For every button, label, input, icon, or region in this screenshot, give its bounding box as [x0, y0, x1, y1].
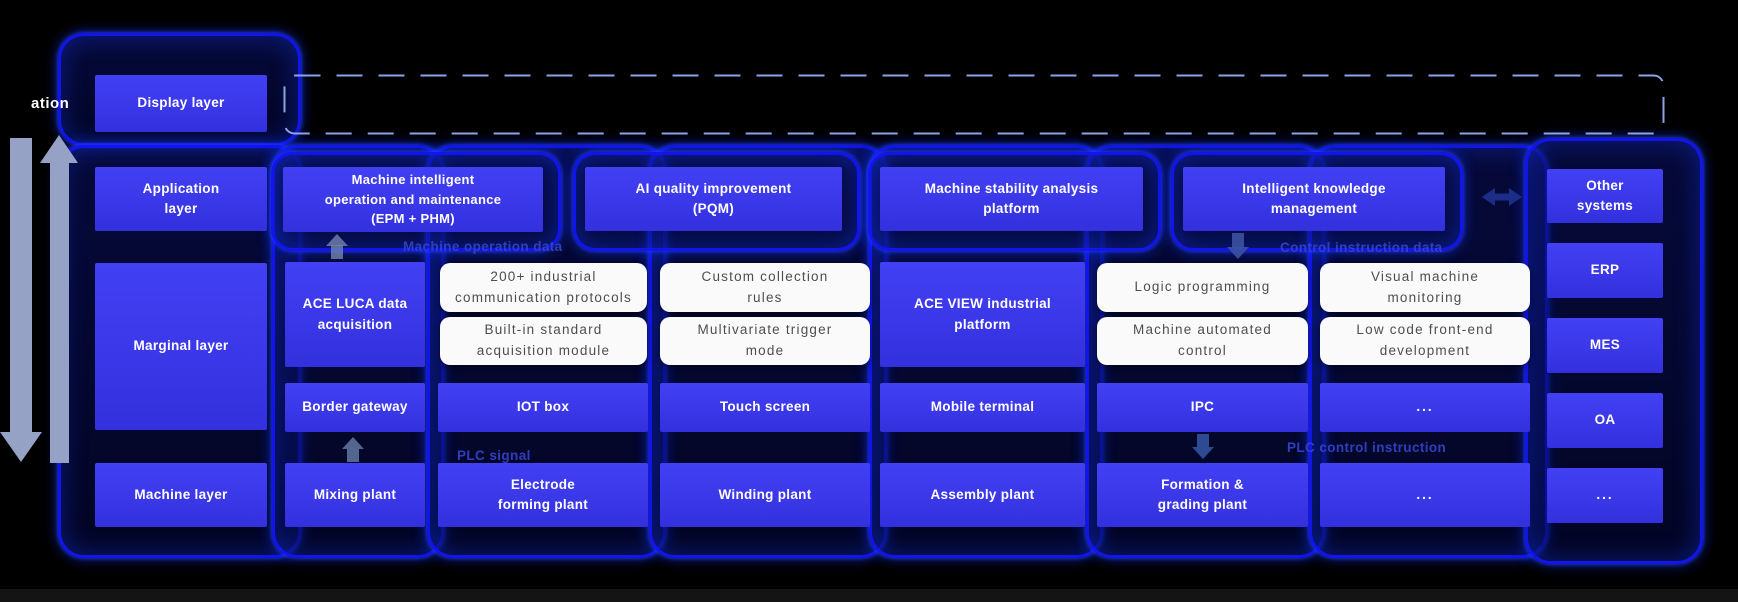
external-box-more: ... — [1547, 468, 1663, 523]
feature-box-multivariate: Multivariate trigger mode — [660, 317, 870, 365]
flow-label-control-instruction-data: Control instruction data — [1280, 240, 1443, 255]
feature-box-builtin-module: Built-in standard acquisition module — [440, 317, 647, 365]
machine-box-assembly: Assembly plant — [880, 463, 1085, 527]
machine-box-winding: Winding plant — [660, 463, 870, 527]
clipped-label-fragment: ation — [31, 95, 70, 112]
app-box-knowledge: Intelligent knowledge management — [1183, 167, 1445, 231]
data-flow-up-arrow-head — [40, 135, 78, 163]
device-box-iot-box: IOT box — [438, 383, 648, 432]
left-right-arrow-icon — [1482, 188, 1522, 206]
app-box-pqm: AI quality improvement (PQM) — [585, 167, 842, 231]
app-box-stability: Machine stability analysis platform — [880, 167, 1143, 231]
feature-box-logic-programming: Logic programming — [1097, 263, 1308, 312]
external-box-erp: ERP — [1547, 243, 1663, 298]
flow-label-plc-control-instruction: PLC control instruction — [1287, 440, 1447, 455]
external-box-other-systems: Other systems — [1547, 169, 1663, 223]
external-box-mes: MES — [1547, 318, 1663, 373]
flow-label-machine-operation-data: Machine operation data — [403, 239, 563, 254]
up-arrow-icon — [342, 437, 364, 449]
up-arrow-icon — [326, 234, 348, 246]
data-flow-down-arrow-head — [0, 432, 42, 462]
feature-box-custom-rules: Custom collection rules — [660, 263, 870, 312]
machine-box-formation: Formation & grading plant — [1097, 463, 1308, 527]
feature-box-protocols: 200+ industrial communication protocols — [440, 263, 647, 312]
device-box-border-gateway: Border gateway — [285, 383, 425, 432]
layer-box-display: Display layer — [95, 75, 267, 132]
down-arrow-shaft — [1232, 233, 1244, 248]
display-dashed-region — [283, 74, 1665, 135]
flow-label-plc-signal: PLC signal — [457, 448, 531, 463]
down-arrow-icon — [1192, 447, 1214, 459]
feature-box-low-code: Low code front-end development — [1320, 317, 1530, 365]
marginal-box-ace-luca: ACE LUCA data acquisition — [285, 262, 425, 367]
data-flow-down-arrow — [10, 138, 32, 434]
external-box-oa: OA — [1547, 393, 1663, 448]
device-box-mobile-terminal: Mobile terminal — [880, 383, 1085, 432]
layer-box-machine: Machine layer — [95, 463, 267, 527]
machine-box-electrode: Electrode forming plant — [438, 463, 648, 527]
up-arrow-shaft — [347, 448, 359, 462]
layer-box-application: Application layer — [95, 167, 267, 231]
machine-box-more: ... — [1320, 463, 1530, 527]
data-flow-up-arrow — [50, 161, 69, 463]
device-box-touch-screen: Touch screen — [660, 383, 870, 432]
device-box-more: ... — [1320, 383, 1530, 432]
machine-box-mixing: Mixing plant — [285, 463, 425, 527]
marginal-box-ace-view: ACE VIEW industrial platform — [880, 262, 1085, 367]
feature-box-auto-control: Machine automated control — [1097, 317, 1308, 365]
device-box-ipc: IPC — [1097, 383, 1308, 432]
app-box-epm-phm: Machine intelligent operation and mainte… — [283, 167, 543, 232]
down-arrow-icon — [1227, 247, 1249, 259]
up-arrow-shaft — [331, 245, 343, 259]
layer-box-marginal: Marginal layer — [95, 263, 267, 430]
feature-box-visual-monitoring: Visual machine monitoring — [1320, 263, 1530, 312]
down-arrow-shaft — [1197, 434, 1209, 448]
bottom-band — [0, 589, 1738, 602]
